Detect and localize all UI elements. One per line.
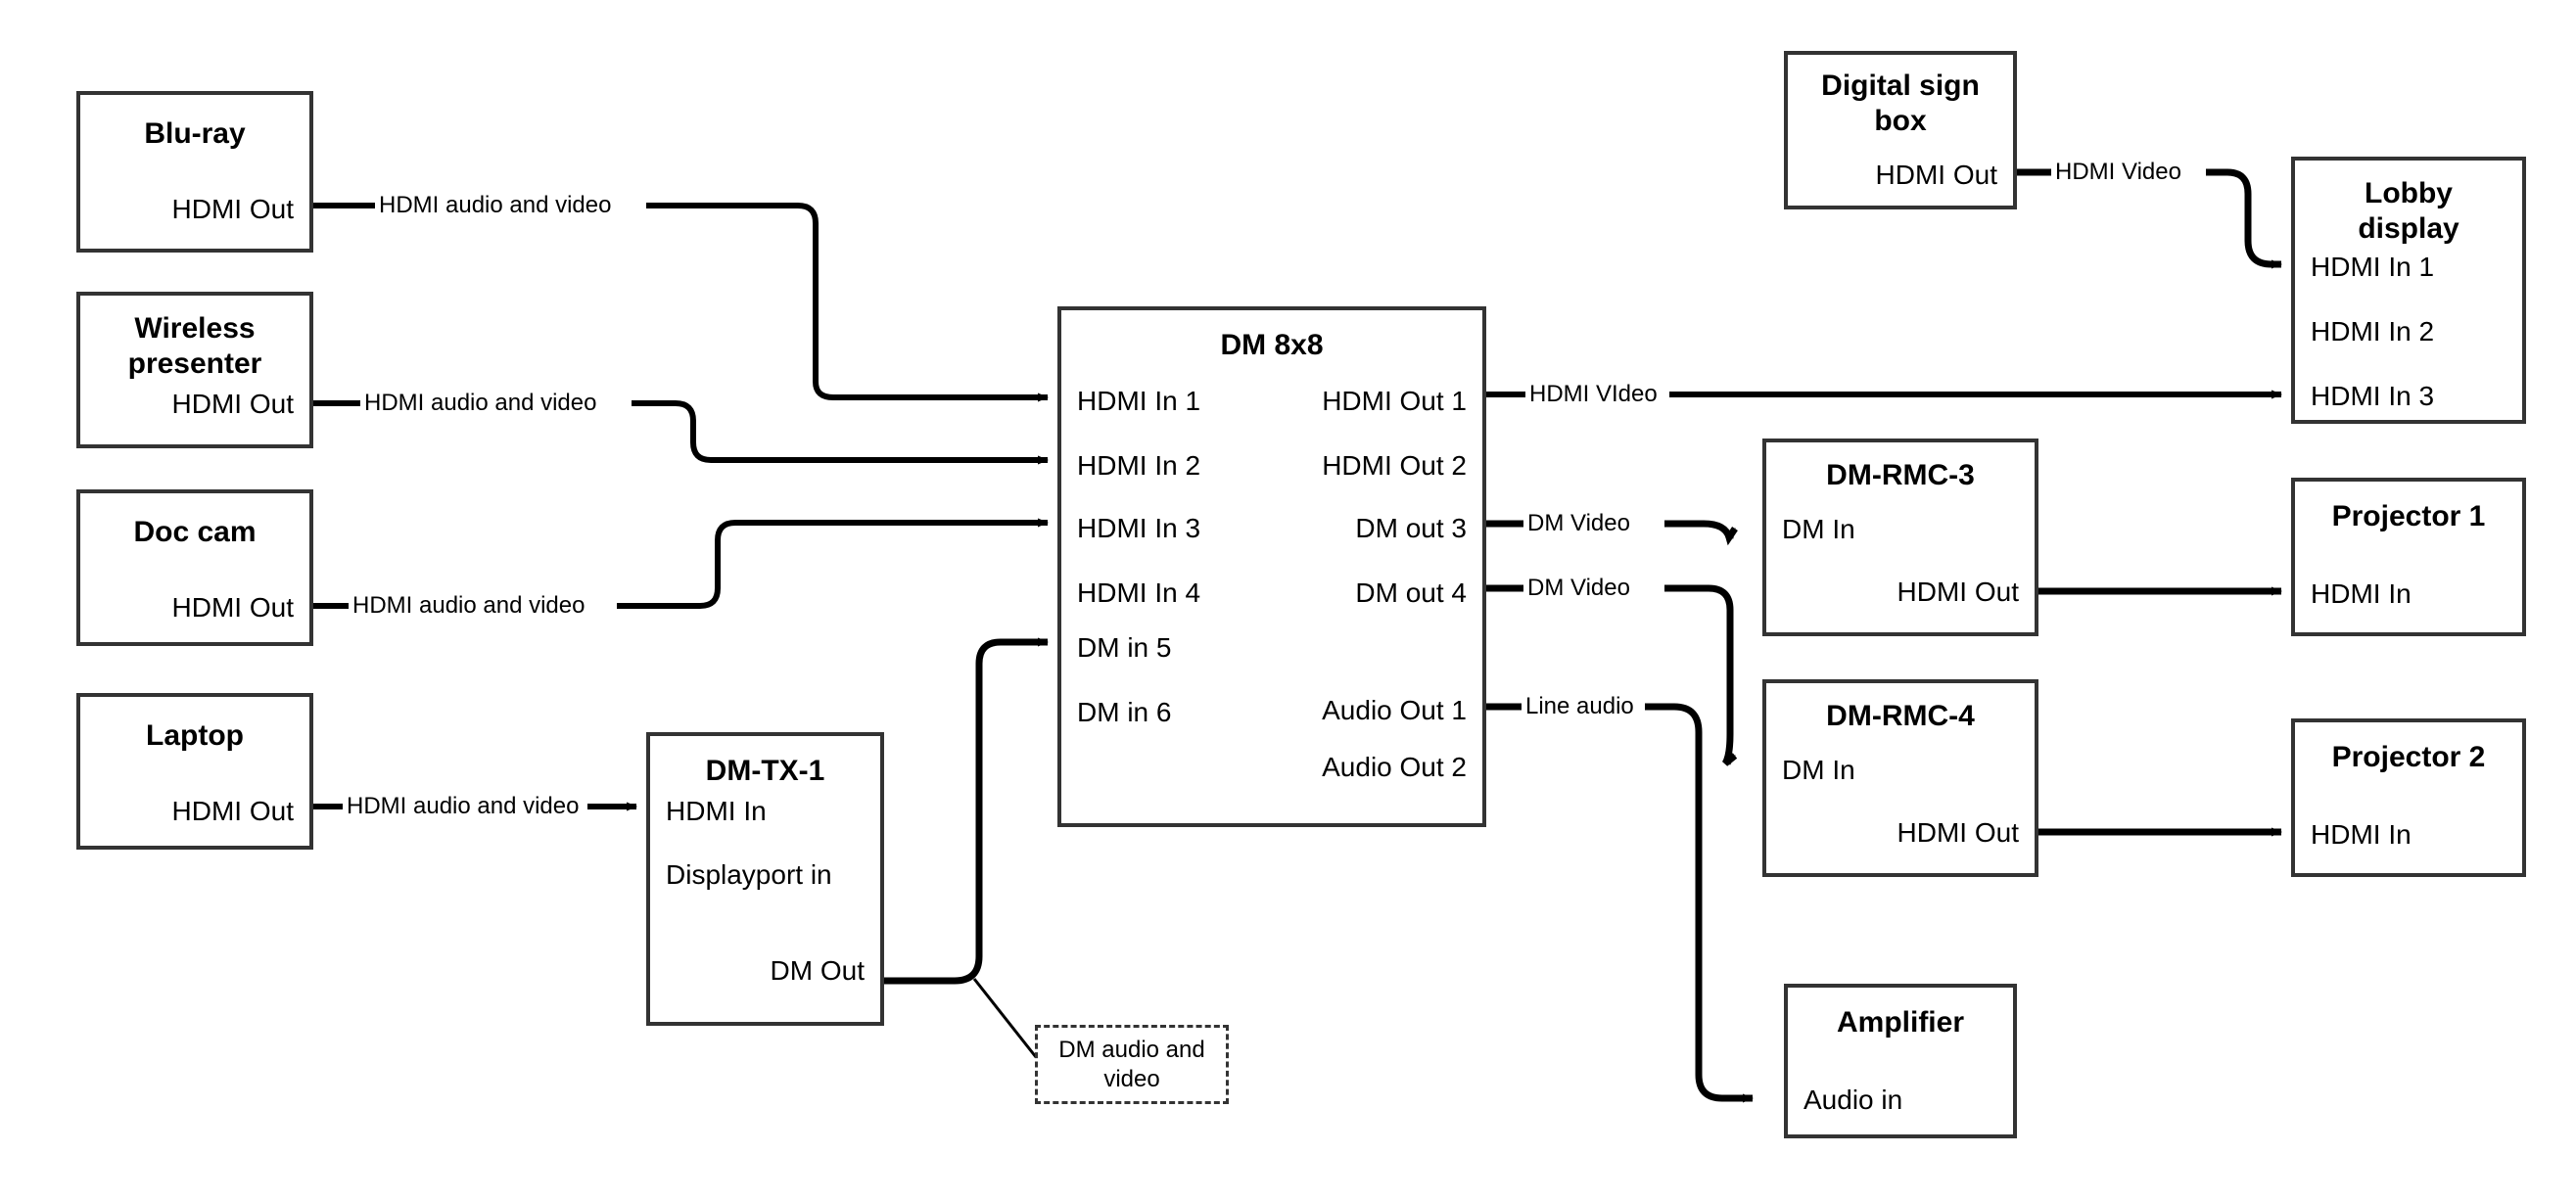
wire-label-wireless-to-dm-in2: HDMI audio and video bbox=[360, 390, 601, 417]
node-wireless-presenter-port-hdmi-out[interactable]: HDMI Out bbox=[171, 389, 294, 419]
node-bluray-title: Blu-ray bbox=[144, 117, 246, 150]
node-dm-tx-1-port-hdmi-in[interactable]: HDMI In bbox=[666, 796, 767, 826]
node-dm-8x8-input-hdmi-in-1[interactable]: HDMI In 1 bbox=[1077, 386, 1201, 416]
node-lobby-display-input-hdmi-in-2[interactable]: HDMI In 2 bbox=[2311, 316, 2435, 346]
node-doccam-port-hdmi-out[interactable]: HDMI Out bbox=[171, 592, 294, 623]
node-projector-2[interactable]: Projector 2 HDMI In bbox=[2291, 718, 2526, 877]
wire-doccam-to-dm-in3 bbox=[313, 523, 1048, 609]
node-amplifier-port-audio-in[interactable]: Audio in bbox=[1803, 1085, 1903, 1115]
node-dm-tx-1-title: DM-TX-1 bbox=[705, 755, 825, 787]
node-dm-8x8-input-dm-in-6[interactable]: DM in 6 bbox=[1077, 697, 1172, 727]
wire-label-dm-out1-to-lobby-in3: HDMI VIdeo bbox=[1525, 381, 1662, 408]
node-laptop-title: Laptop bbox=[146, 719, 244, 752]
node-laptop-port-hdmi-out[interactable]: HDMI Out bbox=[171, 796, 294, 826]
wire-label-dm-audio1-to-amp: Line audio bbox=[1522, 693, 1638, 720]
node-dm-8x8-output-audio-out-2[interactable]: Audio Out 2 bbox=[1322, 752, 1467, 782]
node-amplifier[interactable]: Amplifier Audio in bbox=[1784, 984, 2017, 1138]
wire-label-dm-out4-to-rmc4: DM Video bbox=[1523, 575, 1634, 602]
wire-dm-out3-to-rmc3 bbox=[1486, 524, 1735, 546]
node-dm-rmc-3[interactable]: DM-RMC-3 DM In HDMI Out bbox=[1762, 439, 2038, 636]
node-dm-8x8-input-hdmi-in-2[interactable]: HDMI In 2 bbox=[1077, 450, 1201, 481]
node-dm-rmc-3-port-hdmi-out[interactable]: HDMI Out bbox=[1897, 577, 2019, 607]
node-dm-rmc-4-port-hdmi-out[interactable]: HDMI Out bbox=[1897, 817, 2019, 848]
node-lobby-display[interactable]: Lobby display HDMI In 1 HDMI In 2 HDMI I… bbox=[2291, 157, 2526, 424]
node-dm-rmc-4-title: DM-RMC-4 bbox=[1826, 700, 1975, 732]
wire-label-doccam-to-dm-in3: HDMI audio and video bbox=[349, 592, 589, 620]
node-bluray-port-hdmi-out[interactable]: HDMI Out bbox=[171, 194, 294, 224]
node-projector-1-title: Projector 1 bbox=[2331, 500, 2486, 532]
node-digital-sign-box-port-hdmi-out[interactable]: HDMI Out bbox=[1875, 160, 1997, 190]
node-projector-1-port-hdmi-in[interactable]: HDMI In bbox=[2311, 578, 2412, 609]
wire-dm-audio1-to-amp bbox=[1486, 703, 1753, 1098]
node-dm-8x8-input-dm-in-5[interactable]: DM in 5 bbox=[1077, 632, 1172, 663]
wire-bluray-to-dm-in1 bbox=[313, 203, 1048, 397]
node-dm-rmc-4[interactable]: DM-RMC-4 DM In HDMI Out bbox=[1762, 679, 2038, 877]
node-dm-8x8-output-hdmi-out-1[interactable]: HDMI Out 1 bbox=[1322, 386, 1467, 416]
node-dm-rmc-4-port-dm-in[interactable]: DM In bbox=[1782, 755, 1855, 785]
wire-label-digitalsign-to-lobby-in1: HDMI Video bbox=[2051, 159, 2185, 186]
node-dm-8x8[interactable]: DM 8x8 HDMI In 1 HDMI In 2 HDMI In 3 HDM… bbox=[1057, 306, 1486, 827]
wire-digitalsign-to-lobby-in1 bbox=[2017, 168, 2281, 264]
node-lobby-display-input-hdmi-in-1[interactable]: HDMI In 1 bbox=[2311, 252, 2435, 282]
node-doccam[interactable]: Doc cam HDMI Out bbox=[76, 489, 313, 646]
wire-dm-out4-to-rmc4 bbox=[1486, 584, 1735, 763]
node-wireless-presenter-title: Wireless presenter bbox=[127, 312, 262, 380]
node-projector-1[interactable]: Projector 1 HDMI In bbox=[2291, 478, 2526, 636]
node-digital-sign-box[interactable]: Digital sign box HDMI Out bbox=[1784, 51, 2017, 209]
wire-callout-leader bbox=[972, 978, 1042, 1063]
callout-dm-audio-and-video: DM audio and video bbox=[1035, 1025, 1229, 1104]
wire-label-bluray-to-dm-in1: HDMI audio and video bbox=[375, 192, 616, 219]
node-bluray[interactable]: Blu-ray HDMI Out bbox=[76, 91, 313, 253]
node-dm-tx-1[interactable]: DM-TX-1 HDMI In Displayport in DM Out bbox=[646, 732, 884, 1026]
wire-dmtx1-to-dm-in5 bbox=[884, 637, 1049, 985]
node-amplifier-title: Amplifier bbox=[1836, 1006, 1965, 1039]
node-dm-rmc-3-title: DM-RMC-3 bbox=[1826, 459, 1975, 491]
node-dm-tx-1-port-displayport-in[interactable]: Displayport in bbox=[666, 859, 832, 890]
wire-label-laptop-to-dmtx1: HDMI audio and video bbox=[343, 793, 584, 820]
node-dm-8x8-output-audio-out-1[interactable]: Audio Out 1 bbox=[1322, 695, 1467, 725]
node-dm-8x8-input-hdmi-in-4[interactable]: HDMI In 4 bbox=[1077, 577, 1201, 608]
node-laptop[interactable]: Laptop HDMI Out bbox=[76, 693, 313, 850]
node-dm-8x8-output-dm-out-3[interactable]: DM out 3 bbox=[1355, 513, 1467, 543]
node-projector-2-title: Projector 2 bbox=[2331, 741, 2486, 773]
node-dm-8x8-title: DM 8x8 bbox=[1220, 329, 1324, 361]
node-dm-8x8-output-dm-out-4[interactable]: DM out 4 bbox=[1355, 577, 1467, 608]
node-projector-2-port-hdmi-in[interactable]: HDMI In bbox=[2311, 819, 2412, 850]
node-digital-sign-box-title: Digital sign box bbox=[1821, 69, 1980, 137]
node-lobby-display-title: Lobby display bbox=[2358, 177, 2459, 245]
wire-label-dm-out3-to-rmc3: DM Video bbox=[1523, 510, 1634, 537]
node-dm-8x8-input-hdmi-in-3[interactable]: HDMI In 3 bbox=[1077, 513, 1201, 543]
node-doccam-title: Doc cam bbox=[133, 516, 257, 548]
node-dm-tx-1-port-dm-out[interactable]: DM Out bbox=[770, 955, 865, 986]
node-dm-rmc-3-port-dm-in[interactable]: DM In bbox=[1782, 514, 1855, 544]
node-wireless-presenter[interactable]: Wireless presenter HDMI Out bbox=[76, 292, 313, 448]
node-dm-8x8-output-hdmi-out-2[interactable]: HDMI Out 2 bbox=[1322, 450, 1467, 481]
wire-wireless-to-dm-in2 bbox=[313, 400, 1048, 460]
node-lobby-display-input-hdmi-in-3[interactable]: HDMI In 3 bbox=[2311, 381, 2435, 411]
